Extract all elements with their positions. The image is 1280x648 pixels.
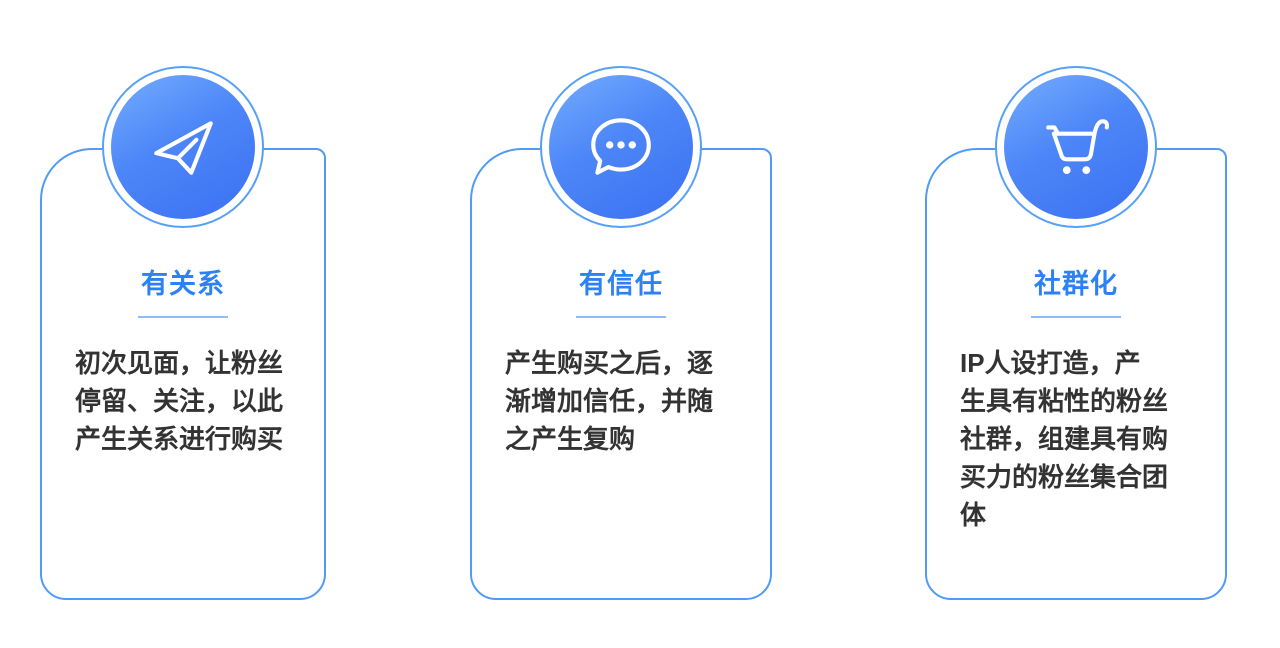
card-title: 有关系 (141, 269, 225, 299)
title-underline (576, 316, 666, 318)
title-underline (1031, 316, 1121, 318)
card-trust: 有信任 产生购买之后，逐 渐增加信任，并随 之产生复购 (470, 66, 772, 600)
card-relationship: 有关系 初次见面，让粉丝 停留、关注，以此 产生关系进行购买 (40, 66, 326, 600)
icon-circle (1004, 75, 1148, 219)
card-body: 初次见面，让粉丝 停留、关注，以此 产生关系进行购买 (75, 348, 284, 454)
icon-badge (540, 66, 702, 228)
cart-icon (1046, 119, 1110, 175)
card-community: 社群化 IP人设打造，产 生具有粘性的粉丝 社群，组建具有购 买力的粉丝集合团 … (925, 66, 1227, 600)
title-underline (138, 316, 228, 318)
chat-icon (591, 118, 651, 175)
card-body: IP人设打造，产 生具有粘性的粉丝 社群，组建具有购 买力的粉丝集合团 体 (960, 348, 1169, 530)
card-title: 有信任 (579, 269, 663, 299)
send-icon (154, 121, 213, 175)
icon-badge (102, 66, 264, 228)
card-body: 产生购买之后，逐 渐增加信任，并随 之产生复购 (505, 348, 714, 454)
icon-badge (995, 66, 1157, 228)
card-title: 社群化 (1034, 269, 1118, 299)
icon-circle (111, 75, 255, 219)
icon-circle (549, 75, 693, 219)
